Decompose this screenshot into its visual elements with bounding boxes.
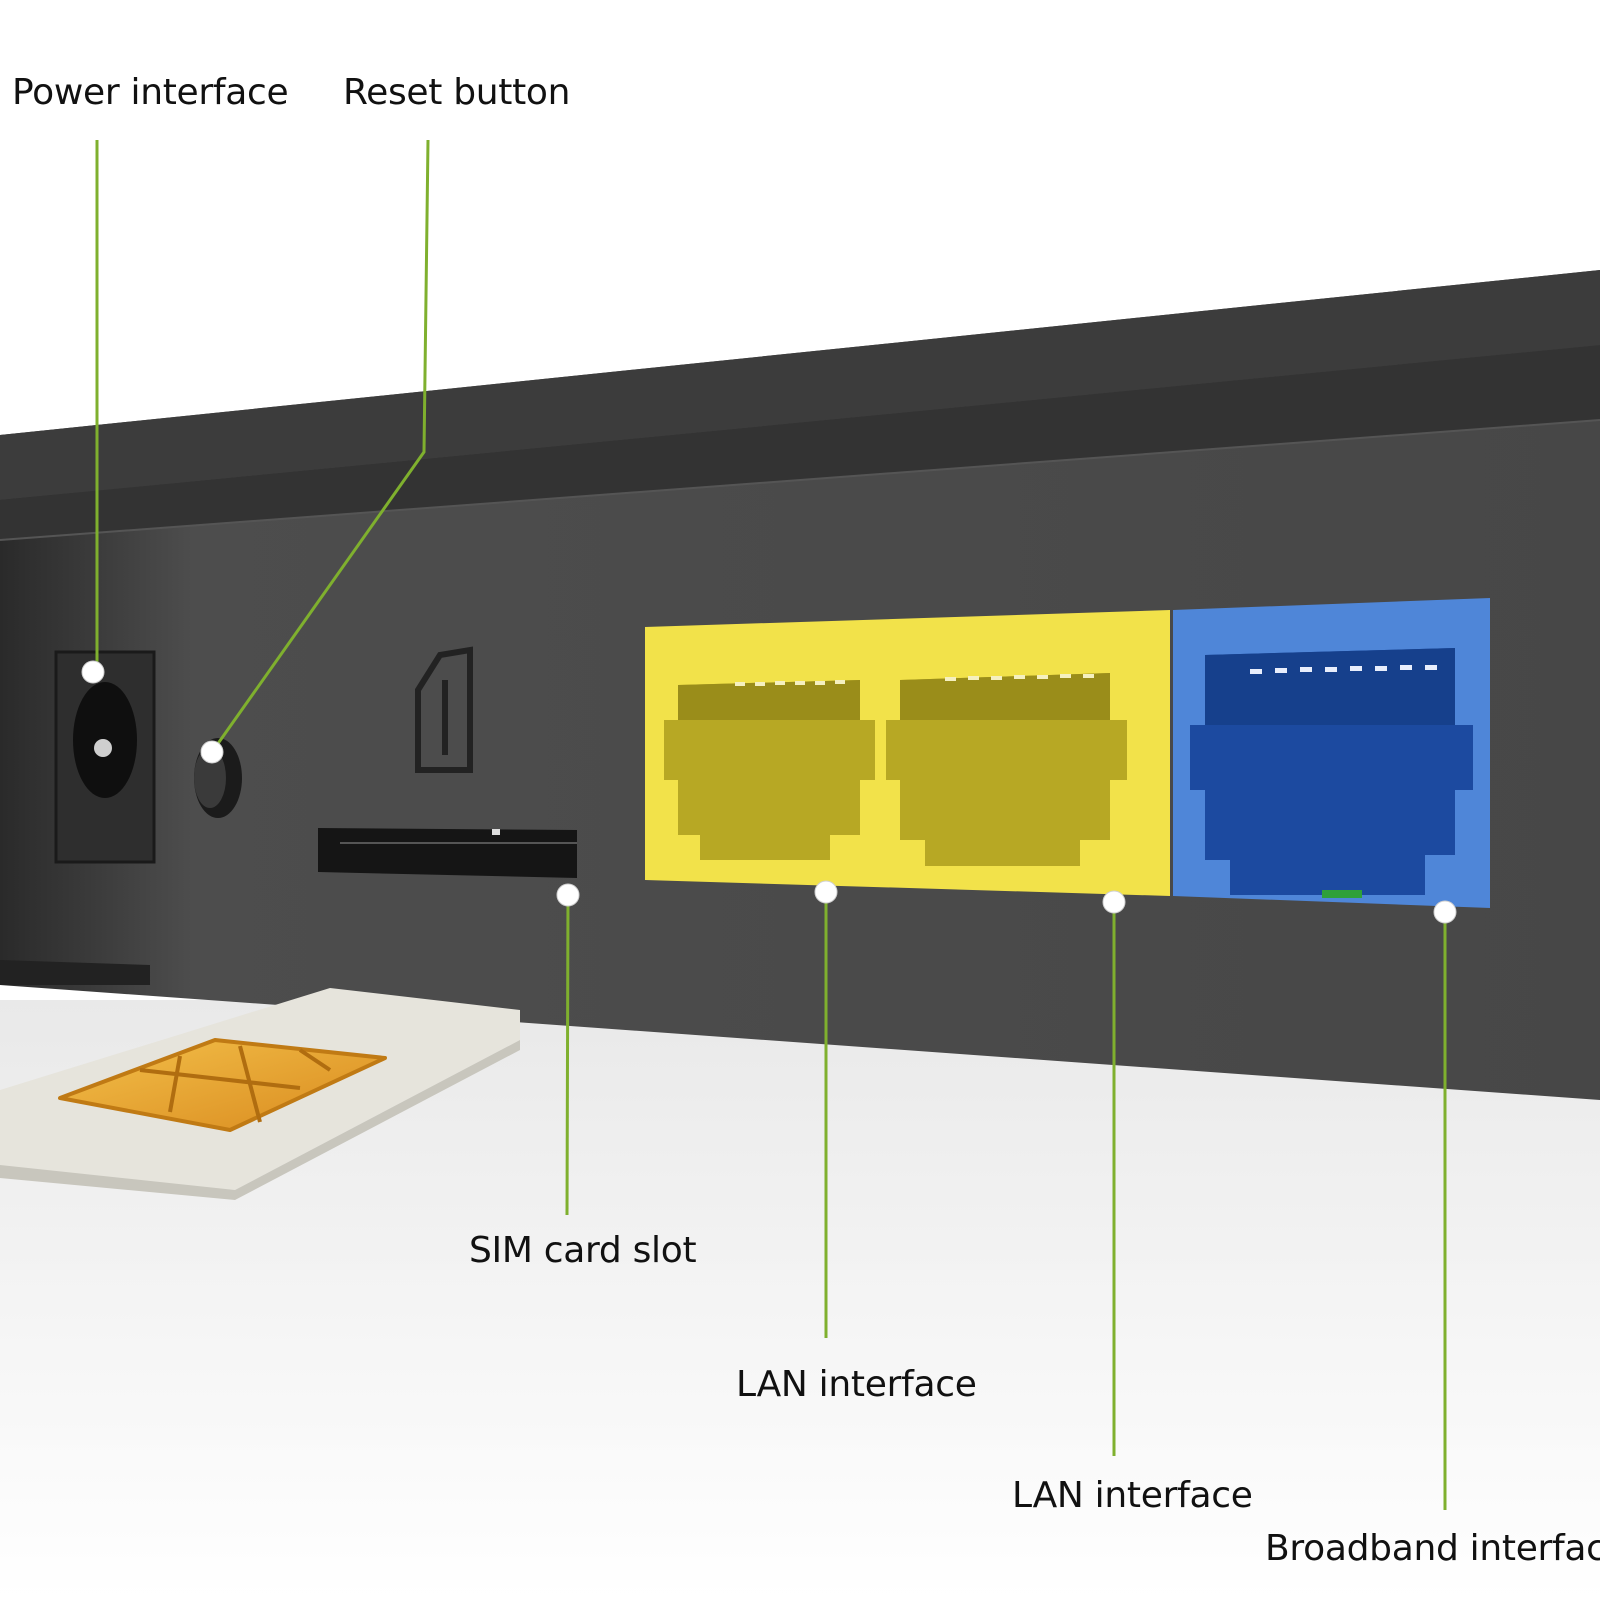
label-power-interface: Power interface	[12, 72, 289, 113]
dot-lan-2	[1102, 890, 1126, 914]
sim-card	[0, 988, 520, 1200]
power-jack	[54, 650, 156, 864]
leader-lines	[95, 139, 1447, 1510]
dot-broadband	[1433, 900, 1457, 924]
label-sim-card-slot: SIM card slot	[469, 1230, 697, 1271]
label-lan-interface-1: LAN interface	[736, 1364, 977, 1405]
broadband-port	[1190, 648, 1473, 898]
sim-chip	[58, 1038, 387, 1132]
dot-power	[81, 660, 105, 684]
label-lan-interface-2: LAN interface	[1012, 1475, 1253, 1516]
label-broadband-interface: Broadband interface	[1265, 1528, 1600, 1569]
dot-sim	[556, 883, 580, 907]
leader-reset	[210, 139, 430, 753]
lan-port-2	[886, 673, 1127, 866]
broadband-port-block	[1173, 598, 1490, 908]
lan-ports-block	[645, 610, 1170, 896]
dot-lan-1	[814, 880, 838, 904]
sim-icon	[415, 646, 473, 773]
lan-port-1	[664, 680, 875, 860]
callout-dots	[81, 660, 1457, 924]
label-reset-button: Reset button	[343, 72, 571, 113]
leader-sim	[565, 894, 570, 1216]
dot-reset	[200, 740, 224, 764]
sim-card-slot	[318, 828, 577, 878]
